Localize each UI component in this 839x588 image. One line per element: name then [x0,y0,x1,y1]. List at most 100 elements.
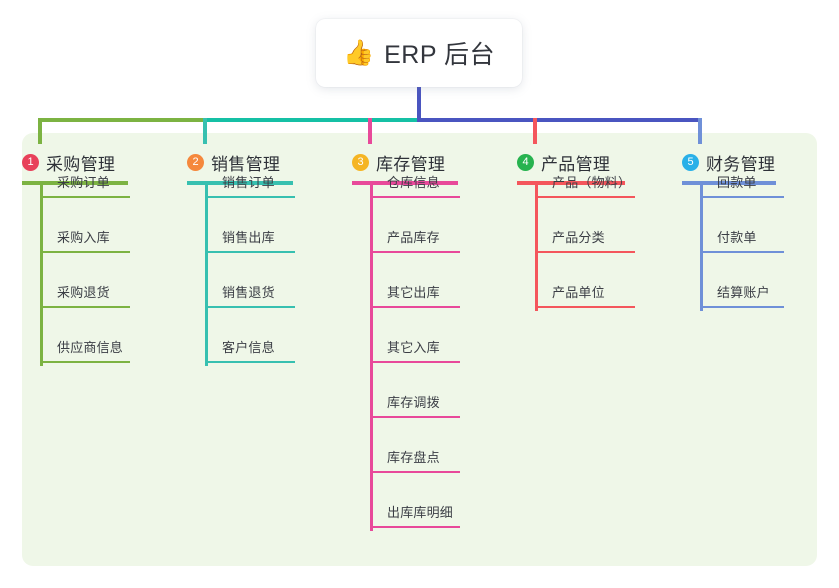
branch-trunk [535,184,538,311]
leaf-item-rule [370,306,460,308]
leaf-item-label: 采购入库 [57,230,110,245]
branch-trunk [370,184,373,531]
leaf-item-label: 采购退货 [57,285,110,300]
drop-connector-3 [368,118,372,144]
leaf-item-label: 销售订单 [222,175,275,190]
leaf-item[interactable]: 库存调拨 [370,392,460,418]
leaf-item-label: 客户信息 [222,340,275,355]
leaf-item-rule [205,251,295,253]
bus-segment-2 [203,118,417,122]
branch-number-badge: 5 [682,154,699,171]
leaf-item[interactable]: 仓库信息 [370,172,460,198]
branch-trunk [205,184,208,366]
leaf-item[interactable]: 销售订单 [205,172,295,198]
leaf-item[interactable]: 采购订单 [40,172,130,198]
leaf-item-label: 销售出库 [222,230,275,245]
leaf-item-rule [700,251,784,253]
leaf-item[interactable]: 产品分类 [535,227,635,253]
leaf-item-rule [535,196,635,198]
leaf-item[interactable]: 采购入库 [40,227,130,253]
bus-segment-3 [417,118,702,122]
branch-title: 财务管理 [706,155,776,174]
leaf-item[interactable]: 产品（物料） [535,172,635,198]
leaf-item-label: 付款单 [717,230,757,245]
branch-title: 销售管理 [211,155,281,174]
branch-number-badge: 2 [187,154,204,171]
branch-title: 采购管理 [46,155,116,174]
leaf-item-rule [535,306,635,308]
leaf-item-label: 产品库存 [387,230,440,245]
leaf-item-label: 其它入库 [387,340,440,355]
branch-number-badge: 3 [352,154,369,171]
leaf-item[interactable]: 回款单 [700,172,784,198]
leaf-item-label: 结算账户 [717,285,770,300]
leaf-item[interactable]: 出库库明细 [370,502,460,528]
leaf-item-rule [205,196,295,198]
branch-trunk [40,184,43,366]
branch-title: 库存管理 [376,155,446,174]
leaf-item-rule [370,251,460,253]
leaf-item-rule [370,416,460,418]
branch-trunk [700,184,703,311]
leaf-item[interactable]: 其它入库 [370,337,460,363]
leaf-item-label: 其它出库 [387,285,440,300]
branch-header-1[interactable]: 1 采购管理 [22,150,115,175]
drop-connector-4 [533,118,537,144]
leaf-item-label: 采购订单 [57,175,110,190]
branch-header-2[interactable]: 2 销售管理 [187,150,280,175]
drop-connector-1 [38,118,42,144]
leaf-item-label: 回款单 [717,175,757,190]
branch-header-4[interactable]: 4 产品管理 [517,150,610,175]
diagram-background-panel [22,133,817,566]
leaf-item[interactable]: 库存盘点 [370,447,460,473]
leaf-item[interactable]: 销售退货 [205,282,295,308]
leaf-item-label: 库存调拨 [387,395,440,410]
leaf-item-rule [370,526,460,528]
root-node-title: ERP 后台 [384,41,496,69]
leaf-item-rule [370,471,460,473]
leaf-item-rule [370,361,460,363]
leaf-item-rule [700,306,784,308]
leaf-item[interactable]: 结算账户 [700,282,784,308]
branch-header-rule [187,181,293,185]
leaf-item[interactable]: 产品单位 [535,282,635,308]
drop-connector-2 [203,118,207,144]
leaf-item[interactable]: 客户信息 [205,337,295,363]
branch-number-badge: 4 [517,154,534,171]
branch-number-badge: 1 [22,154,39,171]
branch-header-rule [517,181,625,185]
branch-header-rule [352,181,458,185]
leaf-item-label: 库存盘点 [387,450,440,465]
root-stem-connector [417,87,421,122]
leaf-item[interactable]: 其它出库 [370,282,460,308]
leaf-item-rule [40,306,130,308]
leaf-item-label: 产品单位 [552,285,605,300]
branch-header-rule [22,181,128,185]
branch-header-rule [682,181,776,185]
leaf-item-label: 出库库明细 [387,505,454,520]
leaf-item[interactable]: 供应商信息 [40,337,130,363]
leaf-item-label: 产品分类 [552,230,605,245]
drop-connector-5 [698,118,702,144]
leaf-item[interactable]: 产品库存 [370,227,460,253]
leaf-item[interactable]: 付款单 [700,227,784,253]
leaf-item-rule [370,196,460,198]
root-node-erp-backend[interactable]: 👍 ERP 后台 [316,19,522,87]
leaf-item[interactable]: 采购退货 [40,282,130,308]
bus-segment-1 [38,118,203,122]
leaf-item-label: 产品（物料） [552,175,632,190]
leaf-item-rule [40,251,130,253]
leaf-item-rule [700,196,784,198]
leaf-item-label: 供应商信息 [57,340,124,355]
branch-header-3[interactable]: 3 库存管理 [352,150,445,175]
leaf-item-rule [40,196,130,198]
leaf-item-rule [205,306,295,308]
branch-header-5[interactable]: 5 财务管理 [682,150,775,175]
leaf-item[interactable]: 销售出库 [205,227,295,253]
leaf-item-label: 销售退货 [222,285,275,300]
branch-title: 产品管理 [541,155,611,174]
leaf-item-rule [40,361,130,363]
leaf-item-rule [205,361,295,363]
thumbs-up-icon: 👍 [342,38,375,67]
